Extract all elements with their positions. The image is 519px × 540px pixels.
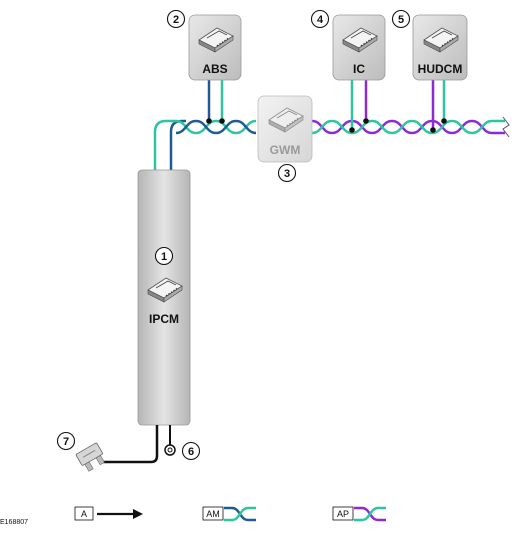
callout-5: 5 [391,9,411,29]
twisted-pair-icon [224,506,256,522]
ipcm-label: IPCM [149,312,179,326]
legend-am-label: AM [206,509,220,519]
callout-6: 6 [181,441,201,461]
gwm-module: GWM [257,95,313,163]
hudcm-label: HUDCM [418,62,463,76]
power-wiring [101,425,171,464]
legend-am: AM [202,506,256,522]
twisted-pair-icon [354,506,386,522]
legend-a: A [74,506,143,521]
abs-label: ABS [202,62,227,76]
svg-text:1: 1 [161,251,167,263]
arrow-icon [97,509,143,519]
legend-a-label: A [81,509,87,519]
hs-can-bus [311,80,510,138]
fuse-icon [75,442,105,472]
svg-text:6: 6 [188,446,194,458]
svg-text:4: 4 [317,14,324,26]
ms-can-bus [153,80,257,172]
callout-2: 2 [166,9,186,29]
gwm-label: GWM [270,143,301,157]
abs-module: ABS [188,14,242,81]
legend-ap-label: AP [337,509,349,519]
callout-7: 7 [56,431,76,451]
ipcm-module: IPCM [137,169,191,426]
svg-text:5: 5 [398,14,404,26]
reference-number: E168807 [0,519,28,526]
ic-module: IC [332,14,386,81]
callout-1: 1 [154,246,174,266]
ic-label: IC [353,62,365,76]
callout-4: 4 [310,9,330,29]
ground-icon [164,444,176,456]
hudcm-module: HUDCM [412,14,468,81]
svg-text:3: 3 [284,168,290,180]
callout-3: 3 [277,163,297,183]
svg-text:2: 2 [173,14,179,26]
legend-ap: AP [332,506,386,522]
svg-text:7: 7 [63,436,69,448]
